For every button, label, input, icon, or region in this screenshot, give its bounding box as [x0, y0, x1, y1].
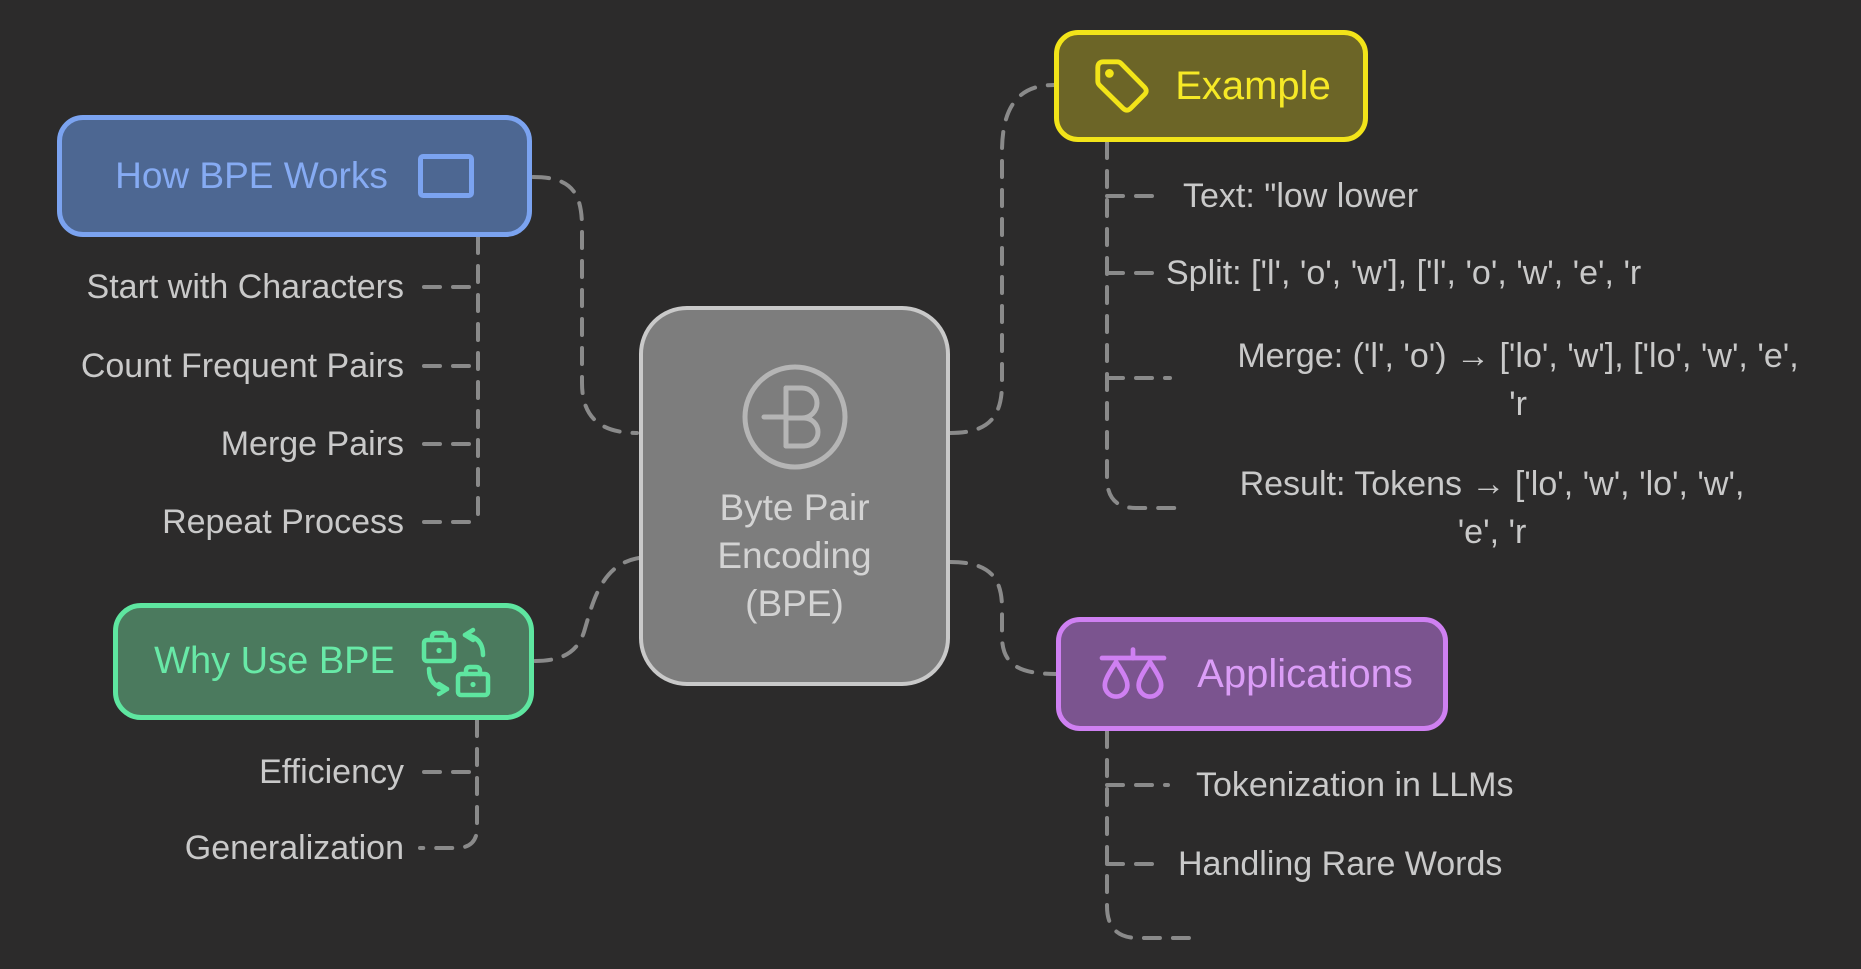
connector-whyuse-to-center — [533, 556, 641, 663]
node-example[interactable]: Example — [1054, 30, 1368, 142]
balance-scale-icon — [1099, 647, 1167, 699]
child-tokenization-in-llms: Tokenization in LLMs — [1196, 766, 1514, 804]
child-efficiency: Efficiency — [259, 753, 404, 791]
square-icon — [417, 154, 474, 198]
swap-briefcases-icon — [421, 627, 491, 697]
child-merge: Merge: ('l', 'o') → ['lo', 'w'], ['lo', … — [1237, 337, 1799, 423]
node-applications[interactable]: Applications — [1056, 617, 1448, 731]
node-why-use-bpe-label: Why Use BPE — [154, 640, 395, 682]
child-start-with-characters: Start with Characters — [86, 268, 404, 306]
child-handling-rare-words: Handling Rare Words — [1178, 845, 1503, 883]
tag-icon — [1095, 59, 1149, 113]
node-byte-pair-encoding[interactable]: Byte Pair Encoding (BPE) — [639, 306, 950, 686]
child-merge-pairs: Merge Pairs — [220, 425, 404, 463]
trunk-whyuse-children — [418, 718, 479, 850]
child-repeat-process: Repeat Process — [162, 503, 404, 541]
node-byte-pair-encoding-label: Byte Pair Encoding (BPE) — [717, 487, 872, 624]
connector-center-to-example — [948, 83, 1056, 435]
connector-center-to-applications — [948, 560, 1058, 676]
child-result: Result: Tokens → ['lo', 'w', 'lo', 'w', … — [1239, 465, 1745, 551]
node-how-bpe-works[interactable]: How BPE Works — [57, 115, 532, 237]
node-how-bpe-works-label: How BPE Works — [115, 155, 388, 196]
child-split: Split: ['l', 'o', 'w'], ['l', 'o', 'w', … — [1166, 254, 1642, 292]
node-example-label: Example — [1175, 63, 1331, 108]
bpe-monogram-icon — [742, 364, 847, 470]
child-count-frequent-pairs: Count Frequent Pairs — [80, 347, 404, 385]
node-applications-label: Applications — [1197, 651, 1413, 696]
node-why-use-bpe[interactable]: Why Use BPE — [113, 603, 534, 720]
connector-howbpe-to-center — [531, 175, 639, 435]
child-text-low-lower: Text: "low lower — [1183, 177, 1419, 215]
child-generalization: Generalization — [184, 829, 404, 867]
trunk-example-children — [1105, 140, 1179, 510]
trunk-applications-children — [1105, 729, 1198, 940]
